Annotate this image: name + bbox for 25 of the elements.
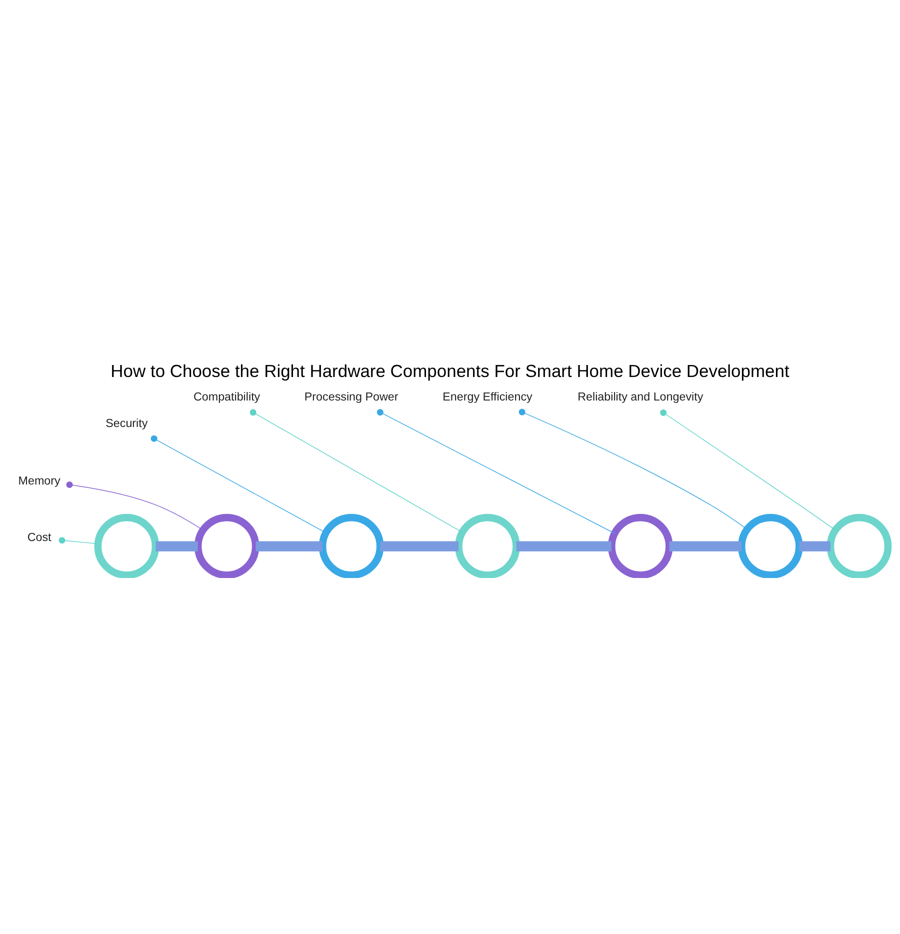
node-circle	[94, 513, 160, 578]
connector	[66, 480, 204, 530]
connector	[669, 540, 742, 551]
connector	[660, 408, 836, 530]
connector	[518, 408, 748, 530]
node-circle	[608, 513, 673, 578]
node-text: Compatibility	[193, 390, 260, 404]
connector	[380, 540, 459, 551]
node-text: Energy Efficiency	[442, 390, 532, 404]
node-text: Cost	[27, 530, 52, 544]
node-circle	[455, 513, 520, 578]
node-text: Reliability and Longevity	[578, 390, 704, 404]
node-circle	[194, 513, 260, 578]
node-text: Security	[106, 416, 148, 430]
connector	[516, 540, 612, 551]
diagram-title: How to Choose the Right Hardware Components For Smart Home Device Development	[110, 360, 790, 380]
node-text: Processing Power	[304, 390, 398, 404]
connector	[250, 408, 463, 532]
connector	[376, 408, 615, 534]
connector	[256, 540, 322, 551]
node-circle	[318, 513, 384, 578]
node-circle	[826, 513, 892, 578]
connector	[58, 536, 98, 544]
node-circle	[738, 513, 803, 578]
node-text: Memory	[18, 474, 60, 487]
